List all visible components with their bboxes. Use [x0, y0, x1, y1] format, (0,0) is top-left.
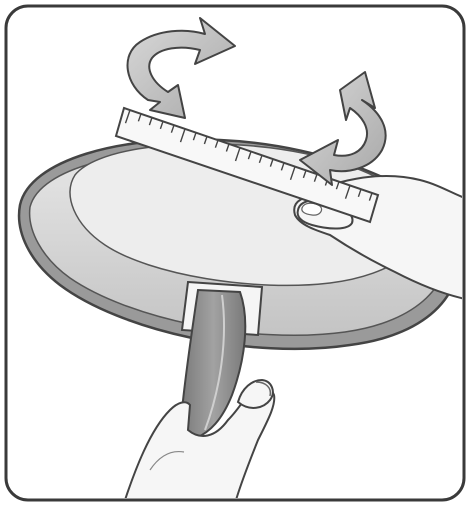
pan-measuring-diagram — [0, 0, 470, 506]
diagram-svg — [0, 0, 470, 506]
